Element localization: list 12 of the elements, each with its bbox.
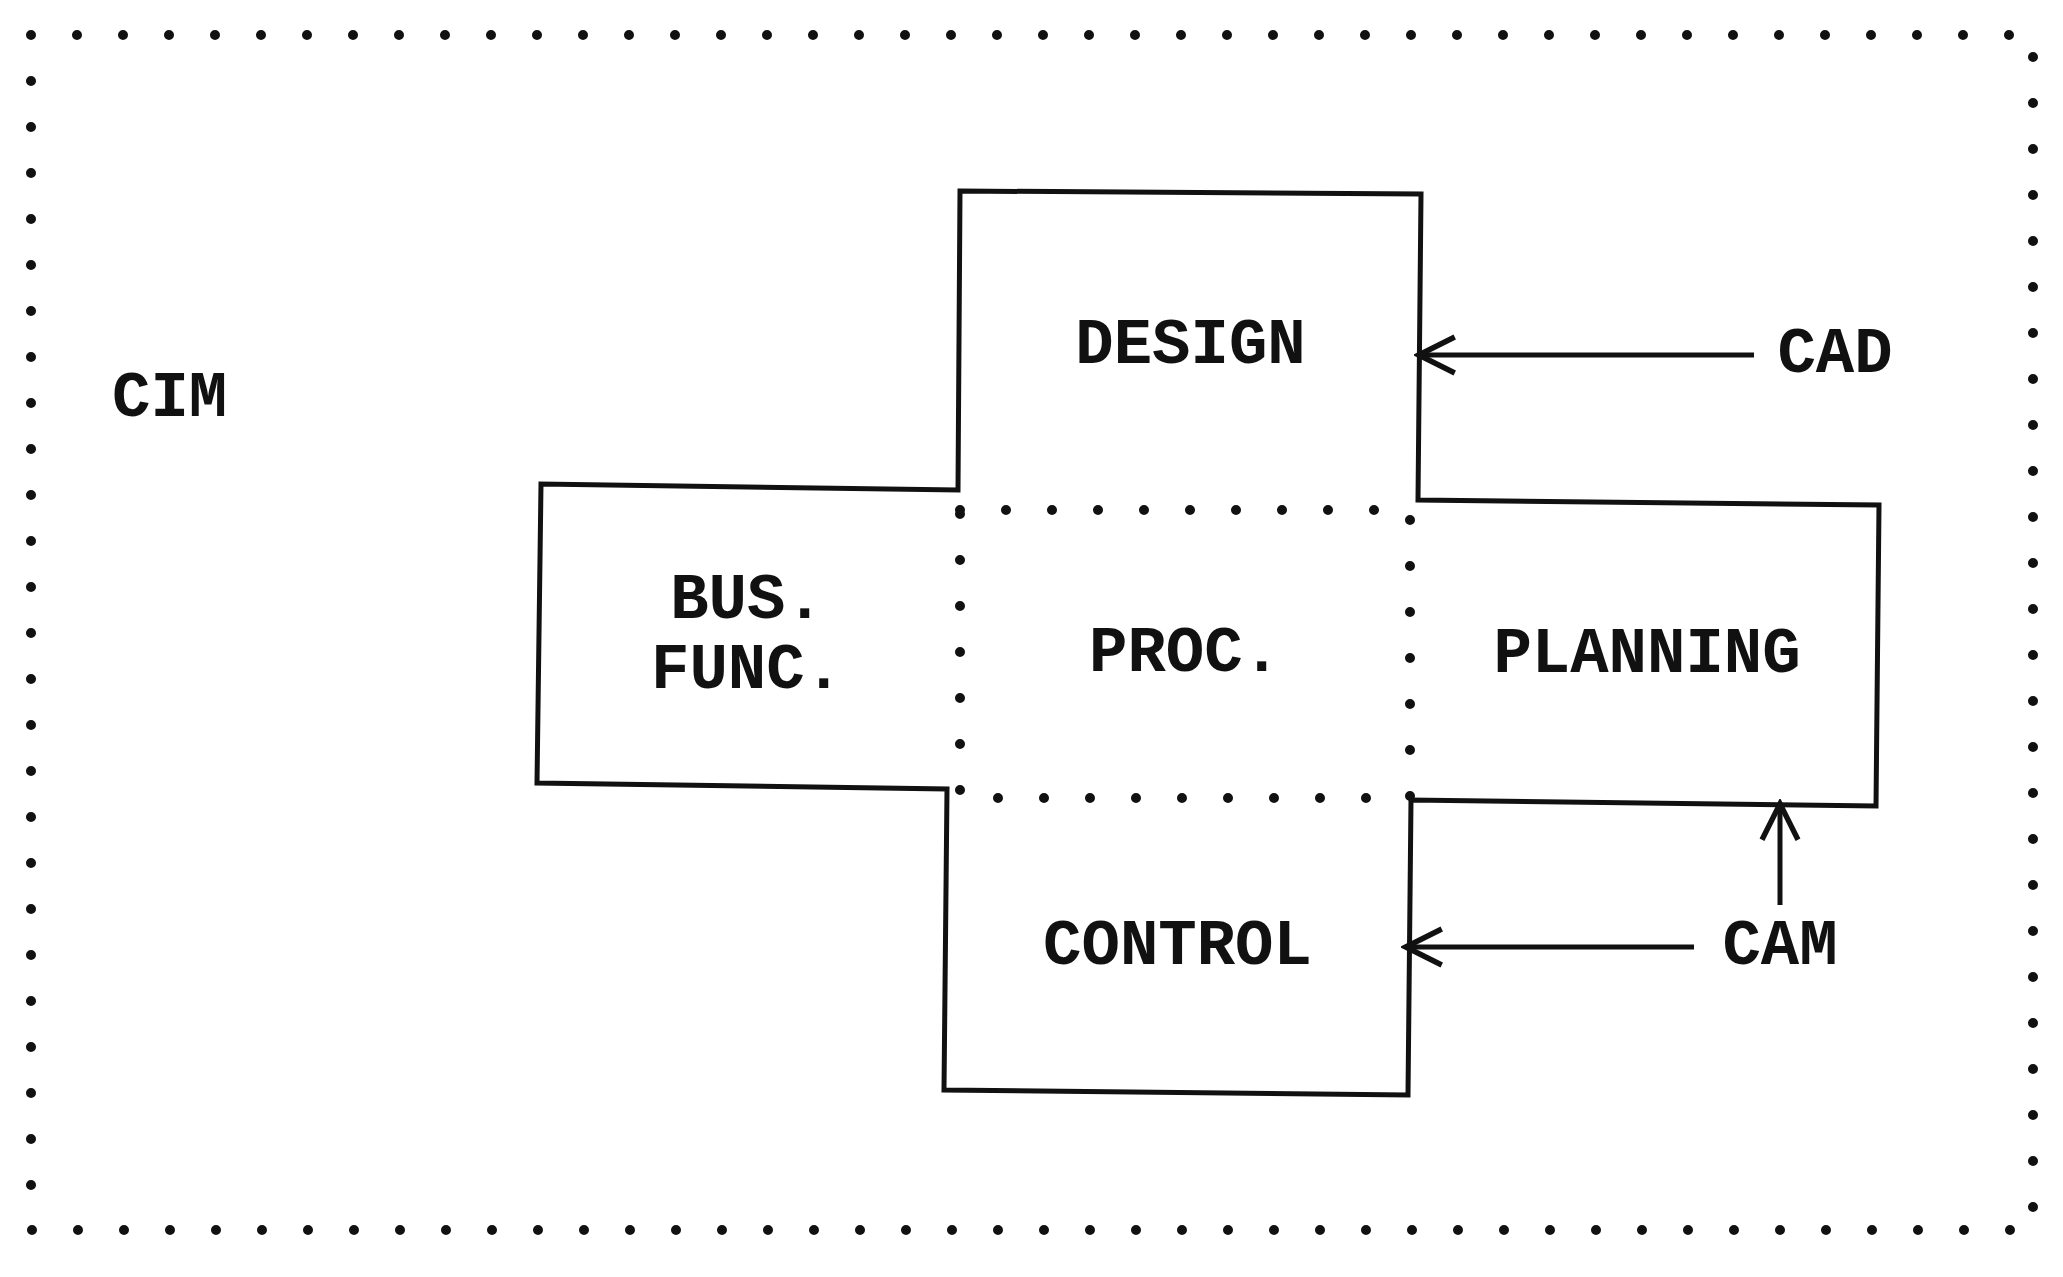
section-label: PROC. [1089,618,1281,690]
arrow [1416,334,1754,376]
dotted-boundary [26,30,2038,1235]
section-label: PLANNING [1493,619,1801,691]
connector-label: CAM [1722,911,1838,983]
connector-label: CAD [1777,319,1893,391]
arrow [1759,801,1801,905]
arrow [1403,926,1694,968]
section-label: DESIGN [1075,310,1306,382]
section-label: CONTROL [1043,912,1312,983]
boundary-label: CIM [112,364,228,435]
section-label: BUS. FUNC. [650,565,844,707]
